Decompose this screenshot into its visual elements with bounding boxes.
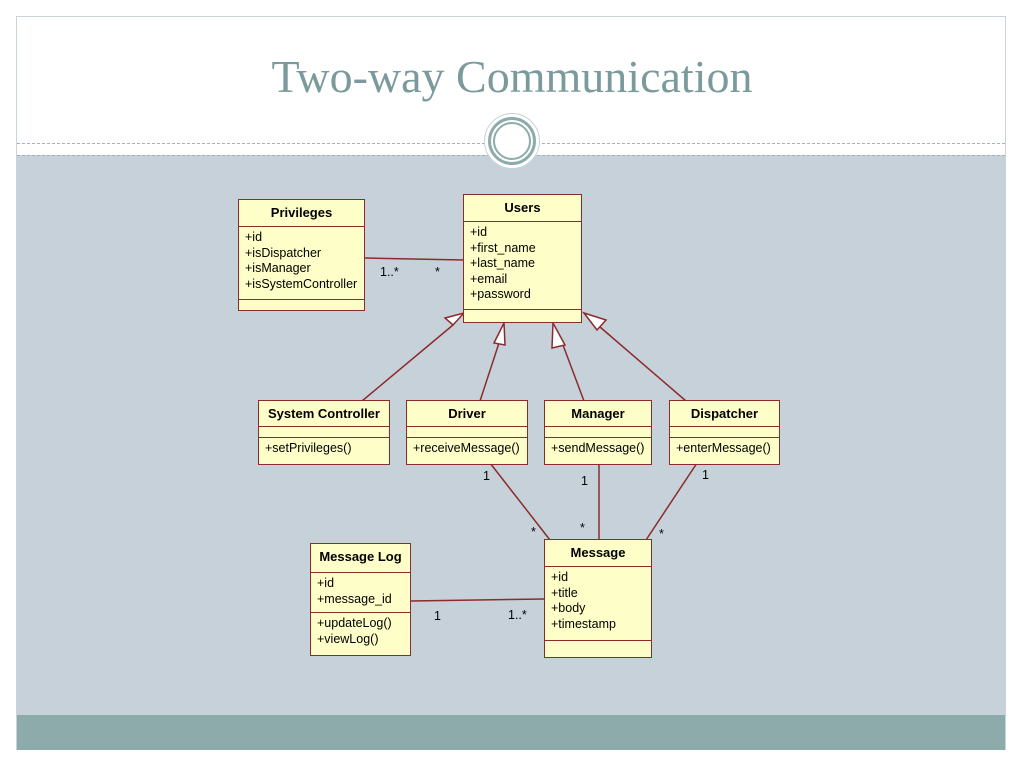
attribute: +isManager (245, 261, 311, 275)
attribute: +first_name (470, 240, 536, 255)
class-manager-name: Manager (545, 401, 651, 427)
class-system-controller[interactable]: System Controller +setPrivileges() (258, 400, 390, 465)
class-users-attributes: +id +first_name +last_name +email +passw… (464, 222, 581, 310)
generalization-manager-line (562, 344, 585, 402)
generalization-arrowhead-system-controller (443, 311, 467, 327)
attribute: +isSystemController (245, 276, 358, 291)
class-users[interactable]: Users +id +first_name +last_name +email … (463, 194, 582, 323)
footer-band (17, 715, 1005, 750)
multiplicity-users-end: * (435, 265, 440, 279)
operation: +updateLog() (317, 616, 392, 630)
multiplicity-privileges-end: 1..* (380, 265, 399, 279)
class-privileges[interactable]: Privileges +id +isDispatcher +isManager … (238, 199, 365, 311)
class-message-log-name: Message Log (311, 544, 410, 573)
operation: +viewLog() (317, 631, 379, 646)
circle-ornament-inner (493, 122, 531, 160)
class-manager-attributes (545, 427, 651, 438)
class-message[interactable]: Message +id +title +body +timestamp (544, 539, 652, 658)
class-dispatcher-attributes (670, 427, 779, 438)
class-message-operations (545, 641, 651, 656)
attribute: +password (470, 287, 531, 301)
class-driver-attributes (407, 427, 527, 438)
association-log-message (410, 598, 546, 602)
association-driver-message (489, 462, 551, 541)
operation: +receiveMessage() (413, 441, 520, 455)
operation: +enterMessage() (676, 441, 771, 455)
attribute: +id (551, 570, 569, 584)
class-manager-operations: +sendMessage() (545, 438, 651, 463)
class-system-controller-operations: +setPrivileges() (259, 438, 389, 463)
attribute: +id (470, 225, 488, 239)
class-driver-operations: +receiveMessage() (407, 438, 527, 463)
multiplicity-log-end: 1 (434, 609, 441, 623)
class-driver[interactable]: Driver +receiveMessage() (406, 400, 528, 465)
generalization-dispatcher-line (599, 326, 687, 402)
class-message-log[interactable]: Message Log +id +message_id +updateLog()… (310, 543, 411, 656)
attribute: +body (551, 601, 586, 615)
multiplicity-message-dispatcher-end: * (659, 527, 664, 541)
attribute: +email (470, 271, 508, 286)
class-privileges-operations (239, 300, 364, 310)
class-users-operations (464, 310, 581, 321)
class-message-attributes: +id +title +body +timestamp (545, 567, 651, 641)
class-privileges-name: Privileges (239, 200, 364, 227)
slide-title: Two-way Communication (271, 51, 753, 102)
class-dispatcher[interactable]: Dispatcher +enterMessage() (669, 400, 780, 465)
class-manager[interactable]: Manager +sendMessage() (544, 400, 652, 465)
attribute: +timestamp (551, 616, 616, 631)
multiplicity-message-manager-end: * (580, 521, 585, 535)
class-system-controller-attributes (259, 427, 389, 438)
generalization-arrowhead-driver (492, 320, 506, 346)
attribute: +id (317, 576, 335, 590)
attribute: +message_id (317, 591, 392, 606)
class-dispatcher-name: Dispatcher (670, 401, 779, 427)
generalization-driver-line (479, 342, 500, 402)
generalization-arrowhead-dispatcher (581, 311, 608, 332)
class-system-controller-name: System Controller (259, 401, 389, 427)
operation: +sendMessage() (551, 441, 645, 455)
generalization-system-controller-line (361, 324, 454, 402)
attribute: +id (245, 230, 263, 244)
association-privileges-users (364, 257, 465, 261)
attribute: +isDispatcher (245, 245, 322, 260)
operation: +setPrivileges() (265, 441, 352, 455)
class-driver-name: Driver (407, 401, 527, 427)
association-dispatcher-message (645, 462, 698, 541)
class-message-log-operations: +updateLog() +viewLog() (311, 613, 410, 654)
class-message-name: Message (545, 540, 651, 567)
class-dispatcher-operations: +enterMessage() (670, 438, 779, 463)
class-privileges-attributes: +id +isDispatcher +isManager +isSystemCo… (239, 227, 364, 300)
class-users-name: Users (464, 195, 581, 222)
multiplicity-dispatcher-end: 1 (702, 468, 709, 482)
multiplicity-manager-end: 1 (581, 474, 588, 488)
multiplicity-driver-end: 1 (483, 469, 490, 483)
multiplicity-message-log-end: 1..* (508, 608, 527, 622)
generalization-arrowhead-manager (551, 320, 567, 349)
multiplicity-message-driver-end: * (531, 525, 536, 539)
attribute: +title (551, 585, 578, 600)
attribute: +last_name (470, 256, 535, 270)
class-message-log-attributes: +id +message_id (311, 573, 410, 613)
